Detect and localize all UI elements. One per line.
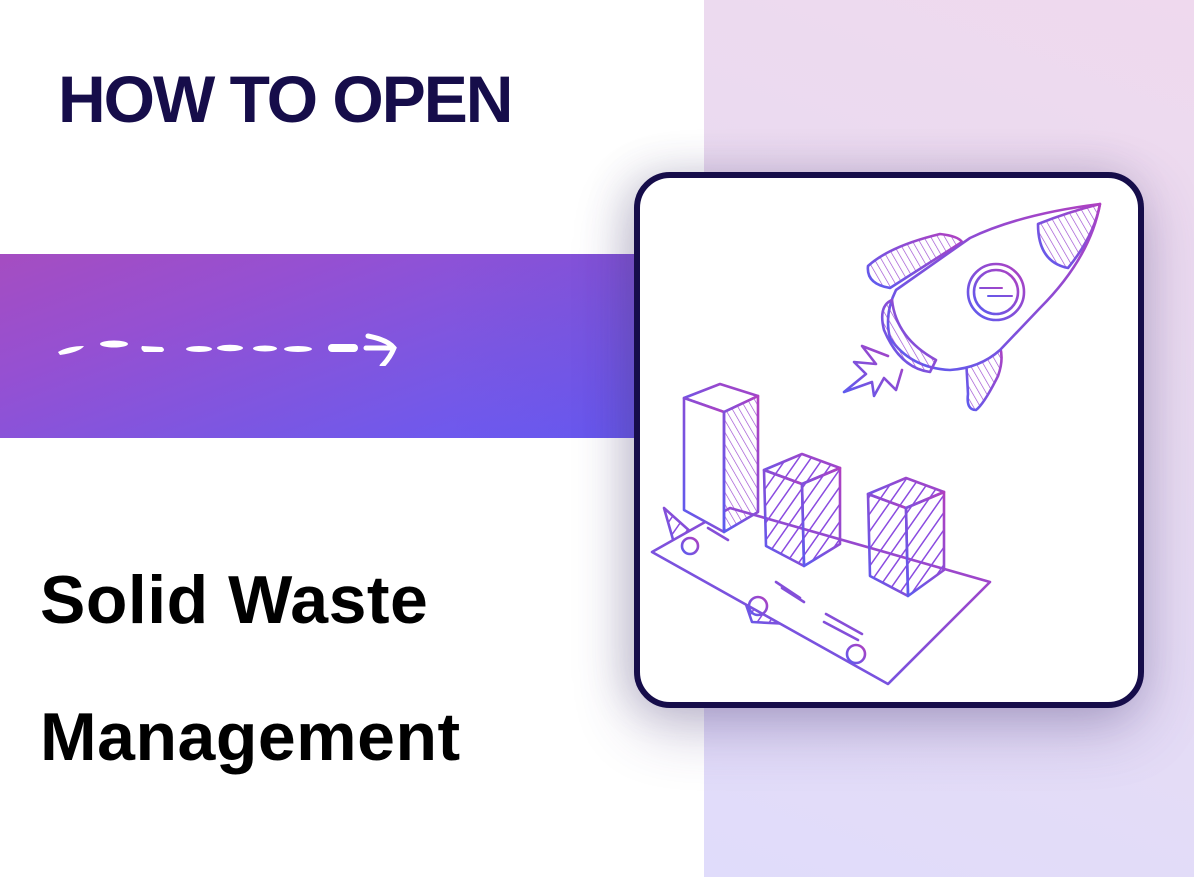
rocket-chart-illustration xyxy=(650,202,1102,686)
main-title-line-2: Management xyxy=(40,699,461,775)
illustration-card xyxy=(634,172,1144,708)
main-title-line-1: Solid Waste xyxy=(40,562,429,638)
isometric-chart-icon xyxy=(650,382,992,686)
eyebrow-heading: HOW TO OPEN xyxy=(58,62,513,136)
dashed-arrow-icon xyxy=(58,333,397,366)
rocket-icon xyxy=(842,202,1102,412)
